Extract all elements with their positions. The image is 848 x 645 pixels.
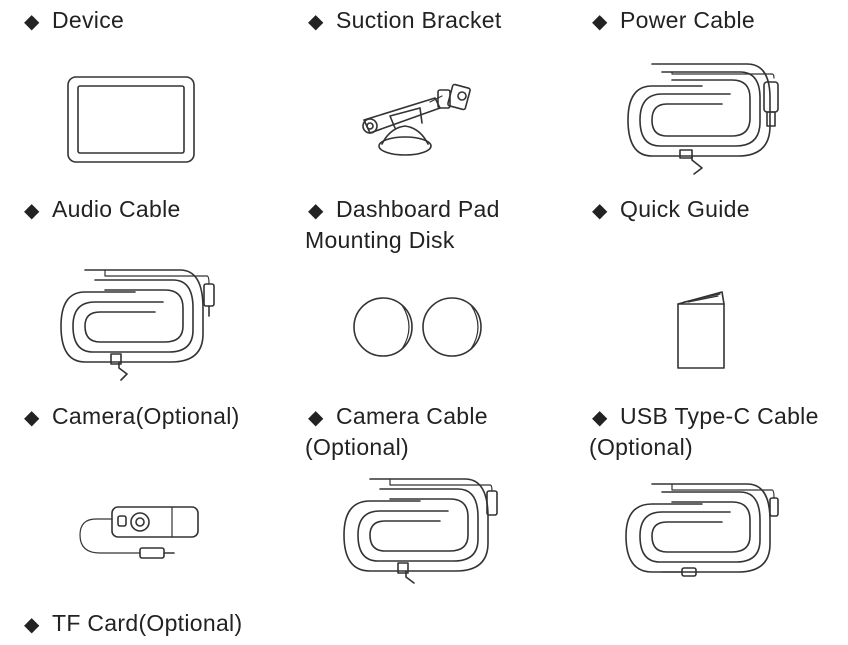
item-power-cable: ◆Power Cable	[592, 6, 848, 37]
item-label: ◆Audio Cable	[24, 195, 304, 226]
diamond-bullet-icon: ◆	[308, 407, 324, 429]
mounting-disk-icon	[352, 296, 487, 363]
diamond-bullet-icon: ◆	[24, 407, 40, 429]
power-cable-icon	[622, 63, 787, 175]
item-mounting-disk: ◆Dashboard Pad Mounting Disk	[305, 195, 588, 255]
diamond-bullet-icon: ◆	[24, 200, 40, 222]
item-label: ◆Camera(Optional)	[24, 402, 304, 433]
item-label: ◆Power Cable	[592, 6, 848, 37]
item-tf-card: ◆TF Card(Optional)	[24, 609, 304, 640]
quick-guide-icon	[676, 290, 728, 375]
item-label: ◆Dashboard Pad	[308, 195, 588, 226]
item-audio-cable: ◆Audio Cable	[24, 195, 304, 226]
tablet-device-icon	[66, 75, 196, 170]
diamond-bullet-icon: ◆	[308, 11, 324, 33]
item-label: ◆Camera Cable	[308, 402, 588, 433]
item-label-line2: (Optional)	[305, 434, 409, 460]
diamond-bullet-icon: ◆	[592, 407, 608, 429]
item-label: ◆TF Card(Optional)	[24, 609, 304, 640]
item-label-line2: Mounting Disk	[305, 227, 455, 253]
diamond-bullet-icon: ◆	[592, 11, 608, 33]
camera-icon	[76, 505, 201, 575]
diamond-bullet-icon: ◆	[24, 614, 40, 636]
diamond-bullet-icon: ◆	[592, 200, 608, 222]
item-label: ◆Device	[24, 6, 304, 37]
audio-cable-icon	[55, 269, 220, 383]
item-usb-c-cable: ◆USB Type-C Cable (Optional)	[589, 402, 848, 462]
item-label: ◆Suction Bracket	[308, 6, 588, 37]
diamond-bullet-icon: ◆	[308, 200, 324, 222]
item-label: ◆Quick Guide	[592, 195, 848, 226]
item-camera: ◆Camera(Optional)	[24, 402, 304, 433]
usb-c-cable-icon	[622, 483, 787, 590]
item-label: ◆USB Type-C Cable	[592, 402, 848, 433]
item-camera-cable: ◆Camera Cable (Optional)	[305, 402, 588, 462]
item-label-line2: (Optional)	[589, 434, 693, 460]
item-device: ◆Device	[24, 6, 304, 37]
item-quick-guide: ◆Quick Guide	[592, 195, 848, 226]
suction-bracket-icon	[350, 78, 490, 168]
item-suction-bracket: ◆Suction Bracket	[308, 6, 588, 37]
diamond-bullet-icon: ◆	[24, 11, 40, 33]
camera-cable-icon	[340, 478, 505, 590]
